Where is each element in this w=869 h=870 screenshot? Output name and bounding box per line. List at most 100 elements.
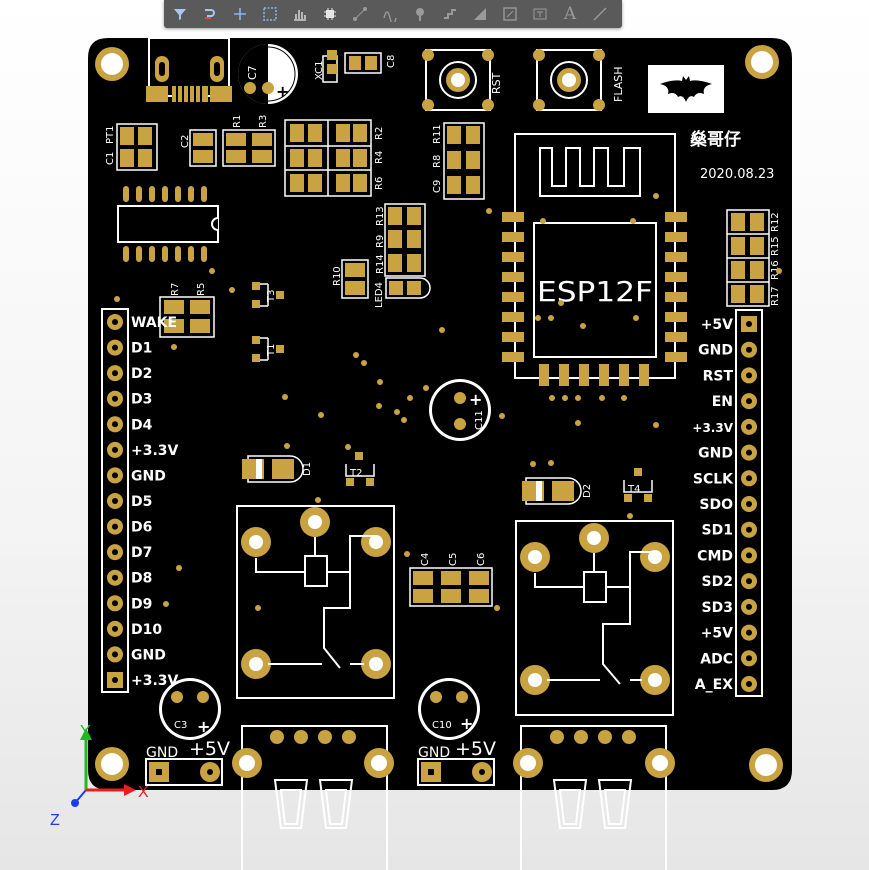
connect-icon[interactable]: [352, 5, 368, 23]
label-r8: R8: [432, 155, 443, 168]
right-header-label: SD1: [702, 523, 733, 539]
pin-hole: [746, 603, 752, 610]
label-r17: R17: [770, 286, 781, 306]
right-header-label: GND: [698, 446, 733, 462]
label-r3: R3: [258, 115, 269, 128]
label-pt1: PT1: [105, 125, 116, 144]
axis-x-label: X: [138, 784, 149, 801]
r1-r3-resistors: [222, 129, 276, 167]
r7-r5-resistors: [159, 296, 215, 338]
usb-connector: [146, 37, 232, 102]
pin-hole: [112, 625, 118, 632]
soic-chip: [117, 186, 219, 262]
label-c11: C11: [474, 410, 485, 430]
left-header-label: D7: [131, 545, 152, 561]
right-header-label: +5V: [701, 317, 733, 333]
pin-hole: [746, 475, 752, 482]
pin-hole: [112, 574, 118, 581]
route-icon[interactable]: [202, 5, 218, 23]
pin-hole: [746, 578, 752, 585]
r11-r8-c9: [443, 122, 485, 200]
label-5v-left: +5V: [189, 738, 230, 760]
axis-y-label: Y: [80, 723, 91, 740]
left-pin-header: [101, 308, 129, 693]
c8-capacitor: [344, 52, 382, 74]
pin-hole: [746, 552, 752, 559]
c1-pt1-capacitors: [116, 123, 158, 171]
label-led4: LED4: [374, 282, 385, 308]
relay-2: [515, 520, 674, 716]
label-t2: T2: [349, 468, 362, 479]
pin-hole: [112, 421, 118, 428]
right-pin-header: [735, 309, 763, 697]
label-c10: C10: [432, 720, 452, 731]
pin-hole: [112, 446, 118, 453]
left-header-label: +3.3V: [131, 673, 179, 689]
chip-icon[interactable]: [322, 5, 338, 23]
bar-chart-icon[interactable]: [292, 5, 308, 23]
select-rect-icon[interactable]: [262, 5, 278, 23]
pin-hole: [746, 449, 752, 456]
left-header-label: GND: [131, 647, 166, 663]
label-r7: R7: [170, 283, 181, 296]
right-header-label: +3.3V: [692, 421, 733, 435]
axis-gizmo: Y X Z: [50, 723, 149, 829]
r2-r4-r6-resistors: [284, 119, 372, 197]
mount-hole: [745, 45, 779, 79]
arc-route-icon[interactable]: [382, 5, 398, 23]
filter-icon[interactable]: [172, 5, 188, 23]
label-c5: C5: [448, 553, 459, 566]
d1-diode: [242, 455, 304, 483]
pin-hole: [746, 655, 752, 662]
fill-icon[interactable]: [472, 5, 488, 23]
label-d1: D1: [302, 462, 313, 476]
pad-icon[interactable]: [442, 5, 458, 23]
left-header-label: +3.3V: [131, 443, 179, 459]
label-t4: T4: [627, 484, 640, 495]
relay-1: [236, 505, 395, 699]
pin-hole: [112, 651, 118, 658]
label-t1: T1: [266, 344, 277, 357]
plus-icon[interactable]: [232, 5, 248, 23]
pin-hole: [112, 498, 118, 504]
pin-hole: [746, 501, 752, 507]
pin-hole: [746, 681, 752, 687]
power-connector-right: [417, 758, 495, 786]
rst-button[interactable]: [422, 49, 494, 111]
r12-r17-resistors: [726, 209, 770, 307]
flash-button[interactable]: [533, 49, 605, 111]
text-icon[interactable]: A: [563, 4, 577, 24]
probe-icon[interactable]: [412, 5, 428, 23]
line-icon[interactable]: [592, 5, 608, 23]
pin-hole: [112, 395, 118, 402]
pin-hole: [746, 321, 752, 327]
left-header-label: D8: [131, 571, 152, 587]
label-r11: R11: [432, 124, 443, 144]
label-r4: R4: [374, 151, 385, 164]
text-box-icon[interactable]: [532, 5, 548, 23]
left-header-label: D9: [131, 596, 152, 612]
mount-hole: [95, 47, 129, 81]
label-r14: R14: [375, 254, 386, 274]
c2-capacitor: [189, 129, 217, 167]
pin-hole: [746, 526, 752, 533]
label-r15: R15: [770, 236, 781, 256]
date-text: 2020.08.23: [700, 167, 774, 182]
board-icon[interactable]: [502, 5, 518, 23]
pin-hole: [746, 629, 752, 636]
c10-capacitor: +: [418, 678, 480, 740]
led4: [385, 277, 431, 299]
label-r13: R13: [375, 206, 386, 226]
label-r2: R2: [374, 127, 385, 140]
left-header-label: D5: [131, 494, 152, 510]
pin-hole: [112, 472, 118, 479]
right-header-label: SD3: [702, 600, 733, 616]
left-header-label: D3: [131, 392, 152, 408]
plus-mark: +: [276, 82, 289, 101]
plus-mark: +: [197, 717, 210, 736]
right-header-label: CMD: [697, 548, 733, 564]
plus-mark: +: [469, 390, 482, 409]
label-r6: R6: [374, 177, 385, 190]
pin-hole: [746, 423, 752, 430]
